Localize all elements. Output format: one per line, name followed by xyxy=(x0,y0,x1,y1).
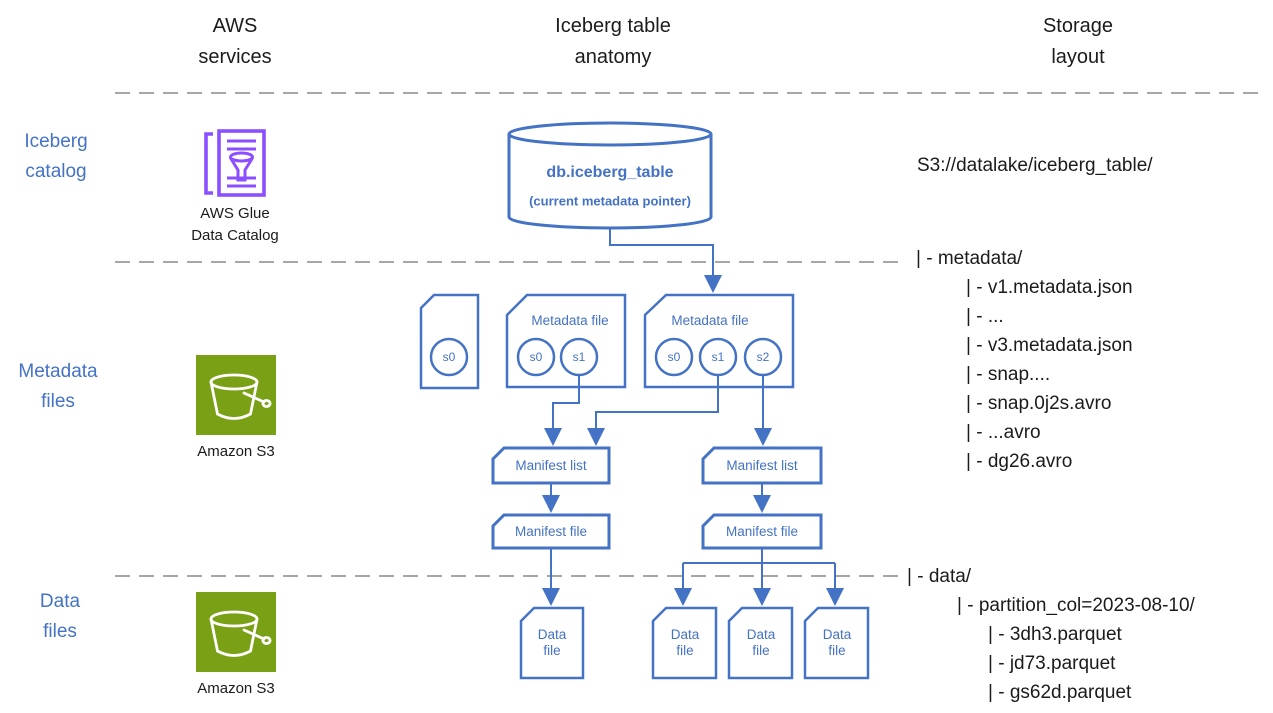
arrow-catalog-to-metadata xyxy=(609,228,722,293)
storage-line-parquet-2: | - jd73.parquet xyxy=(988,653,1116,674)
data-file-1-shape xyxy=(519,606,585,680)
storage-line-snap: | - snap.... xyxy=(966,364,1051,385)
row-label-data-files: Data files xyxy=(39,591,81,642)
s3-metadata-caption: Amazon S3 xyxy=(197,443,275,460)
catalog-table-name: db.iceberg_table xyxy=(546,164,674,181)
amazon-s3-icon-metadata xyxy=(194,353,278,437)
snapshot-s0-file3-circle xyxy=(654,337,694,377)
data-file-2-shape xyxy=(651,606,718,680)
data-file-4-shape xyxy=(803,606,870,680)
arrow-s1-file2-to-manifest-list-left xyxy=(544,375,580,446)
branch-manifest-right xyxy=(683,548,835,564)
storage-line-snap-avro: | - snap.0j2s.avro xyxy=(966,393,1112,414)
manifest-file-left-label: Manifest file xyxy=(514,524,588,539)
glue-icon-caption: AWS Glue Data Catalog xyxy=(191,205,279,244)
snapshot-label-s0-file3: s0 xyxy=(667,350,681,364)
storage-data-tree: | - data/ | - partition_col=2023-08-10/ … xyxy=(907,562,1195,707)
snapshot-label-s2-file3: s2 xyxy=(756,350,770,364)
snapshot-label-s0-file1: s0 xyxy=(442,350,456,364)
manifest-file-right-label: Manifest file xyxy=(725,524,799,539)
column-header-iceberg-anatomy: Iceberg table anatomy xyxy=(555,15,671,68)
snapshot-label-s1-file3: s1 xyxy=(711,350,725,364)
data-file-1-label: Data file xyxy=(537,627,567,658)
storage-metadata-tree: | - metadata/ | - v1.metadata.json | - .… xyxy=(916,244,1133,476)
metadata-file-3-label: Metadata file xyxy=(671,313,749,328)
data-file-2-label: Data file xyxy=(670,627,700,658)
snapshot-label-s0-file2: s0 xyxy=(529,350,543,364)
s3-data-caption: Amazon S3 xyxy=(197,680,275,697)
storage-line-dg26-avro: | - dg26.avro xyxy=(966,451,1073,472)
manifest-list-right-label: Manifest list xyxy=(726,458,798,473)
storage-line-partition: | - partition_col=2023-08-10/ xyxy=(957,595,1195,616)
aws-glue-data-catalog-icon xyxy=(204,129,266,197)
row-label-iceberg-catalog: Iceberg catalog xyxy=(24,131,88,182)
data-file-3-label: Data file xyxy=(746,627,776,658)
storage-line-metadata-dir: | - metadata/ xyxy=(916,248,1023,269)
data-file-3-shape xyxy=(727,606,794,680)
snapshot-s0-file1-circle xyxy=(429,337,469,377)
catalog-pointer-note: (current metadata pointer) xyxy=(529,193,691,209)
snapshot-label-s1-file2: s1 xyxy=(572,350,586,364)
arrow-s1-file3-to-manifest-list-left xyxy=(587,375,719,446)
storage-line-data-dir: | - data/ xyxy=(907,566,972,587)
row-label-metadata-files: Metadata files xyxy=(18,361,98,412)
storage-line-v1-json: | - v1.metadata.json xyxy=(966,277,1133,298)
snapshot-s0-file2-circle xyxy=(516,337,556,377)
storage-line-ellipsis: | - ... xyxy=(966,306,1004,327)
metadata-file-2-shape xyxy=(505,293,627,389)
storage-root-path: S3://datalake/iceberg_table/ xyxy=(917,155,1153,176)
metadata-file-2-label: Metadata file xyxy=(531,313,609,328)
row-divider-lines xyxy=(115,92,1266,577)
amazon-s3-icon-data xyxy=(194,590,278,674)
storage-line-v3-json: | - v3.metadata.json xyxy=(966,335,1133,356)
storage-line-avro-ellipsis: | - ...avro xyxy=(966,422,1041,443)
data-file-4-label: Data file xyxy=(822,627,852,658)
column-header-storage-layout: Storage layout xyxy=(1042,15,1114,68)
column-header-aws-services: AWS services xyxy=(198,15,272,68)
manifest-list-left-label: Manifest list xyxy=(515,458,587,473)
storage-line-parquet-1: | - 3dh3.parquet xyxy=(988,624,1122,645)
storage-line-parquet-3: | - gs62d.parquet xyxy=(988,682,1132,703)
